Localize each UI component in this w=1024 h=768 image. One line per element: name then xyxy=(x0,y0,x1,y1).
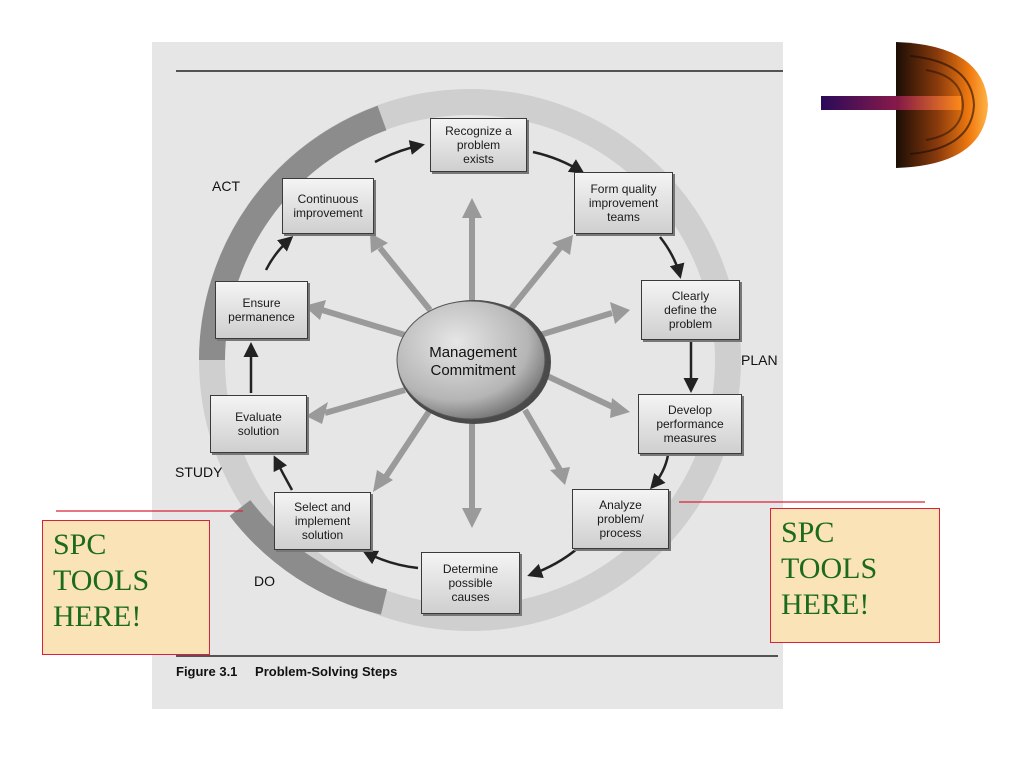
phase-label-do: DO xyxy=(254,573,275,589)
phase-label-study: STUDY xyxy=(175,464,223,480)
radial-arrowheads xyxy=(304,198,630,528)
cycle-arrows xyxy=(243,140,699,579)
slide-ornament-icon xyxy=(821,42,988,168)
figure-number: Figure 3.1 xyxy=(176,664,238,679)
phase-label-act: ACT xyxy=(212,178,240,194)
figure-caption: Figure 3.1 Problem-Solving Steps xyxy=(176,664,397,679)
phase-label-plan: PLAN xyxy=(741,352,778,368)
figure-title: Problem-Solving Steps xyxy=(255,664,398,679)
radial-arrows xyxy=(321,215,617,510)
do-arc xyxy=(229,499,388,615)
hub-disc xyxy=(396,300,546,420)
